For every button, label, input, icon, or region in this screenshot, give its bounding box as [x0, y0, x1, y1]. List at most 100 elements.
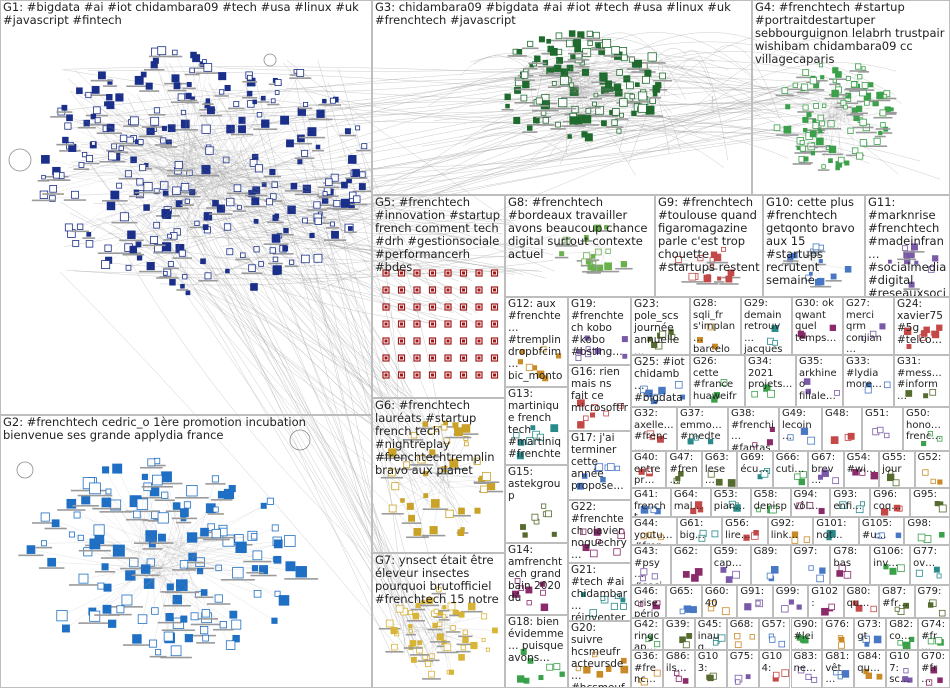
node — [436, 633, 444, 641]
node — [180, 119, 190, 129]
node — [845, 75, 851, 81]
node — [218, 89, 225, 95]
node — [845, 92, 852, 99]
node — [717, 276, 722, 281]
node — [485, 647, 490, 652]
node — [713, 253, 722, 262]
node — [831, 89, 839, 98]
node-label-mark — [226, 192, 249, 195]
node-label-mark — [120, 567, 148, 570]
node — [302, 184, 312, 194]
node-label-mark — [417, 427, 433, 430]
group-label-g44: G44: youtu… #fren… — [634, 518, 673, 544]
node — [879, 109, 887, 117]
group-panel-g64: G64: mal… — [670, 488, 711, 517]
node-label-mark — [37, 179, 50, 182]
node-label-mark — [458, 635, 473, 638]
node — [766, 439, 773, 446]
group-label-g70: G70: #fr… — [921, 651, 945, 685]
node — [540, 346, 547, 353]
node-label-mark — [170, 101, 192, 104]
node-label-mark — [194, 67, 210, 69]
node-label-mark — [56, 143, 75, 146]
group-label-g104: G104: — [761, 651, 783, 674]
node — [725, 275, 733, 283]
node-label-mark — [149, 655, 167, 658]
node — [462, 636, 469, 644]
node-cluster-g48 — [830, 432, 855, 444]
node-label-mark — [560, 71, 580, 74]
node — [340, 198, 350, 208]
node — [180, 283, 185, 289]
node — [592, 651, 598, 658]
node — [226, 124, 235, 134]
node — [864, 386, 872, 394]
node — [745, 674, 751, 680]
node-cluster-g87 — [894, 602, 910, 615]
node — [803, 378, 811, 385]
node-label-mark — [568, 52, 588, 55]
node — [721, 607, 730, 616]
node-cluster-g32 — [646, 430, 664, 443]
node — [162, 242, 172, 252]
node-label-mark — [70, 489, 107, 492]
node-core — [384, 356, 388, 360]
node — [555, 32, 563, 40]
group-panel-g99: G99: — [772, 585, 809, 618]
node — [211, 475, 220, 483]
node — [61, 624, 70, 633]
node — [196, 567, 204, 575]
node-label-mark — [324, 104, 342, 106]
node — [818, 259, 823, 264]
node-cluster-g50 — [921, 431, 943, 447]
node — [252, 99, 257, 105]
node — [629, 93, 635, 100]
node — [108, 151, 117, 161]
node-label-mark — [153, 252, 181, 254]
node — [590, 254, 596, 259]
node-cluster-g76 — [837, 635, 845, 649]
node-label-mark — [591, 48, 606, 51]
node — [251, 565, 259, 572]
node — [410, 656, 417, 663]
node — [585, 346, 591, 352]
group-panel-g86: G86: ils… — [662, 650, 695, 688]
node-label-mark — [294, 157, 315, 160]
node — [115, 93, 124, 102]
node-cluster-g68 — [734, 633, 755, 649]
node — [212, 506, 219, 513]
group-panel-g10: G10: cette plus #frenchtech getqonto bra… — [763, 195, 865, 297]
node — [201, 609, 211, 618]
group-panel-g92: G92: link… — [767, 517, 814, 545]
node — [151, 607, 159, 615]
node-core — [446, 373, 450, 377]
group-panel-g63: G63: lese… — [701, 451, 738, 488]
node — [162, 210, 172, 219]
node-label-mark — [289, 142, 312, 145]
node-label-mark — [126, 85, 153, 88]
node — [428, 670, 435, 678]
node-label-mark — [380, 457, 405, 460]
node — [185, 290, 191, 296]
group-label-g34: G34: 2021 projets… — [748, 356, 793, 390]
node — [549, 47, 558, 56]
node — [887, 259, 892, 264]
node — [252, 186, 261, 195]
node — [101, 260, 111, 270]
node-label-mark — [32, 522, 59, 524]
node — [844, 160, 850, 166]
group-label-g57: G57: — [761, 619, 786, 630]
node-label-mark — [191, 537, 218, 539]
node — [527, 40, 534, 47]
node — [638, 601, 644, 607]
node — [172, 186, 181, 195]
node — [260, 95, 266, 101]
node-core — [446, 339, 450, 343]
node-label-mark — [706, 268, 718, 270]
group-panel-g77: G77: ov… — [910, 545, 950, 585]
node — [200, 589, 208, 596]
node — [803, 536, 811, 543]
node — [830, 436, 839, 444]
node — [297, 134, 305, 143]
node-label-mark — [821, 150, 835, 153]
